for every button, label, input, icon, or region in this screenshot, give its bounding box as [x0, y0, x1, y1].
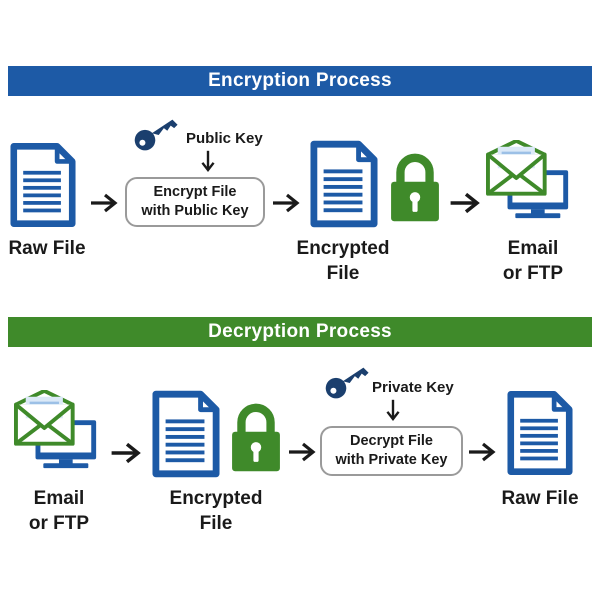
arrow-down-icon — [385, 399, 401, 423]
enc-encrypted-file-label: Encrypted File — [296, 238, 390, 284]
computer-email-icon — [486, 140, 574, 220]
private-key-label: Private Key — [372, 379, 454, 396]
arrow-right-icon — [449, 192, 483, 214]
encryption-title: Encryption Process — [208, 70, 392, 91]
decryption-banner: Decryption Process — [8, 317, 592, 347]
dec-raw-file-label: Raw File — [501, 488, 579, 509]
encrypt-process-box: Encrypt File with Public Key — [125, 177, 265, 227]
dec-email-ftp-label: Email or FTP — [28, 488, 90, 534]
arrow-right-icon — [468, 442, 498, 462]
arrow-right-icon — [110, 442, 144, 464]
arrow-right-icon — [288, 442, 318, 462]
computer-email-icon — [14, 390, 102, 470]
arrow-right-icon — [90, 193, 120, 213]
enc-raw-file-label: Raw File — [8, 238, 86, 259]
public-key-icon — [133, 116, 181, 154]
raw-file-document-icon — [507, 390, 573, 476]
encrypted-file-document-icon — [152, 390, 220, 478]
private-key-icon — [324, 364, 372, 402]
arrow-right-icon — [272, 193, 302, 213]
decrypt-process-box: Decrypt File with Private Key — [320, 426, 463, 476]
raw-file-document-icon — [10, 142, 76, 228]
padlock-icon — [230, 402, 282, 474]
decryption-title: Decryption Process — [208, 321, 392, 342]
enc-email-ftp-label: Email or FTP — [502, 238, 564, 284]
arrow-down-icon — [200, 150, 216, 174]
encrypted-file-document-icon — [310, 140, 378, 228]
public-key-label: Public Key — [186, 130, 263, 147]
encryption-banner: Encryption Process — [8, 66, 592, 96]
dec-encrypted-file-label: Encrypted File — [169, 488, 263, 534]
padlock-icon — [389, 152, 441, 224]
